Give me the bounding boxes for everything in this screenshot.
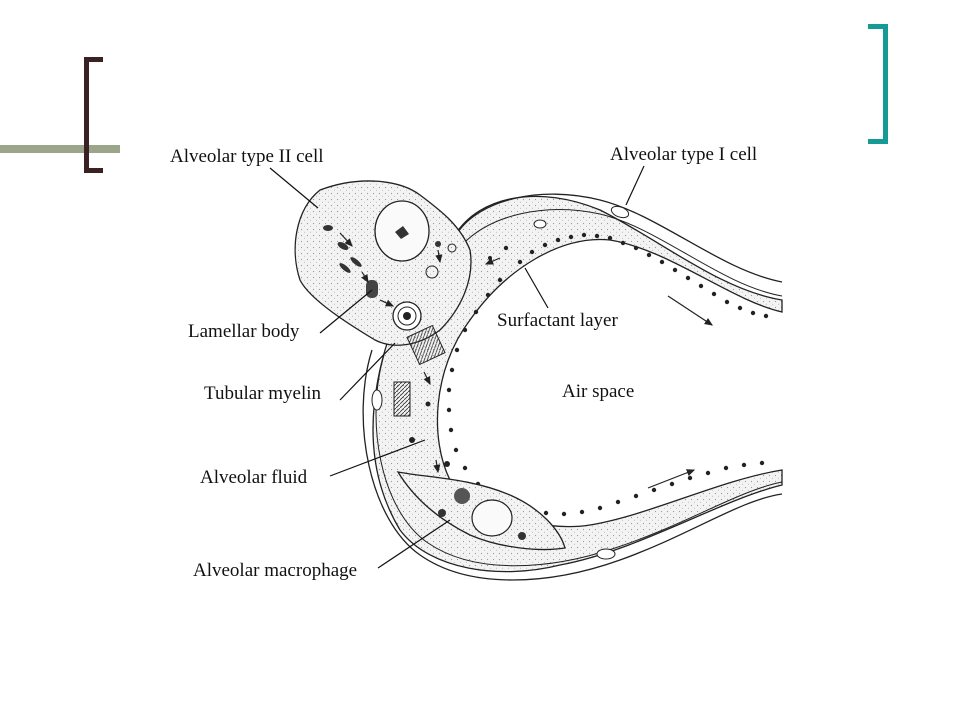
label-lamellar-body: Lamellar body bbox=[188, 321, 300, 342]
title-rule bbox=[0, 145, 120, 153]
type2-cell bbox=[294, 180, 472, 346]
label-surfactant-layer: Surfactant layer bbox=[497, 310, 618, 331]
label-alveolar-fluid: Alveolar fluid bbox=[200, 467, 308, 488]
leader-lines bbox=[269, 165, 645, 569]
left-bracket bbox=[84, 57, 103, 173]
flow-arrows bbox=[339, 232, 714, 489]
tubular-myelin bbox=[393, 324, 446, 417]
type1-nucleus-upper bbox=[610, 205, 630, 219]
type1-cell-upper bbox=[457, 193, 783, 283]
label-type1-cell: Alveolar type I cell bbox=[610, 144, 758, 165]
type2-organelles bbox=[323, 225, 457, 298]
lamellar-body bbox=[392, 301, 422, 331]
label-tubular-myelin: Tubular myelin bbox=[204, 383, 321, 404]
label-alveolar-macrophage: Alveolar macrophage bbox=[193, 560, 358, 581]
label-air-space: Air space bbox=[562, 381, 635, 402]
alveolar-wall bbox=[372, 195, 783, 573]
right-bracket bbox=[868, 24, 888, 144]
type1-nucleus-lower bbox=[596, 548, 616, 560]
fluid-particles bbox=[409, 245, 509, 467]
type1-cell-lower bbox=[362, 349, 783, 581]
label-type2-cell: Alveolar type II cell bbox=[170, 146, 324, 167]
